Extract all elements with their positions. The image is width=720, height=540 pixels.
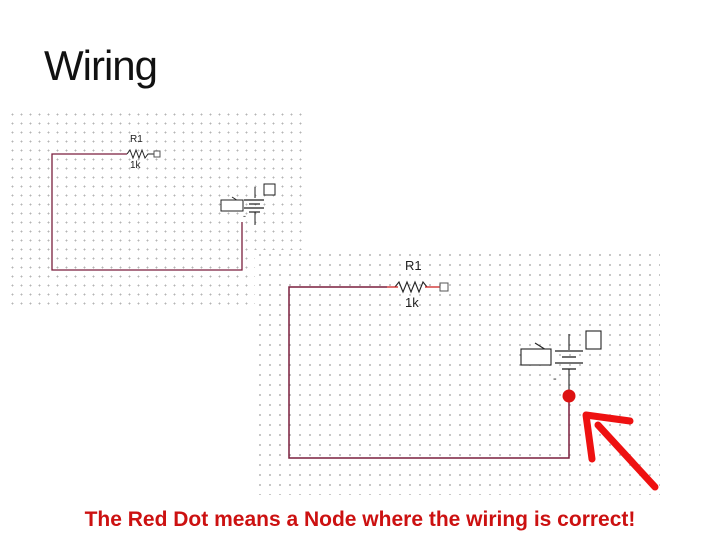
resistor-large-value: 1k: [405, 295, 419, 310]
slide-caption: The Red Dot means a Node where the wirin…: [84, 508, 636, 531]
wire-small[interactable]: [51, 153, 243, 271]
schematic-large: R1 1k -: [288, 258, 659, 491]
battery-large-minus: -: [553, 373, 557, 385]
resistor-small-name: R1: [130, 134, 143, 145]
schematic-small: R1 1k -: [51, 134, 276, 271]
resistor-large-pin[interactable]: [439, 282, 449, 292]
battery-large-icon[interactable]: [520, 330, 602, 390]
node-dot-icon[interactable]: [562, 389, 576, 403]
resistor-small-pin[interactable]: [153, 150, 161, 158]
battery-small-icon[interactable]: [220, 183, 276, 225]
resistor-large-name: R1: [405, 258, 422, 273]
slide-title: Wiring: [44, 42, 158, 89]
resistor-large-icon[interactable]: [387, 280, 440, 294]
red-arrow-icon: [582, 411, 659, 491]
resistor-small-value: 1k: [130, 160, 142, 171]
battery-small-minus: -: [243, 211, 246, 221]
resistor-small-icon[interactable]: [126, 148, 154, 160]
wire-large[interactable]: [288, 286, 570, 459]
